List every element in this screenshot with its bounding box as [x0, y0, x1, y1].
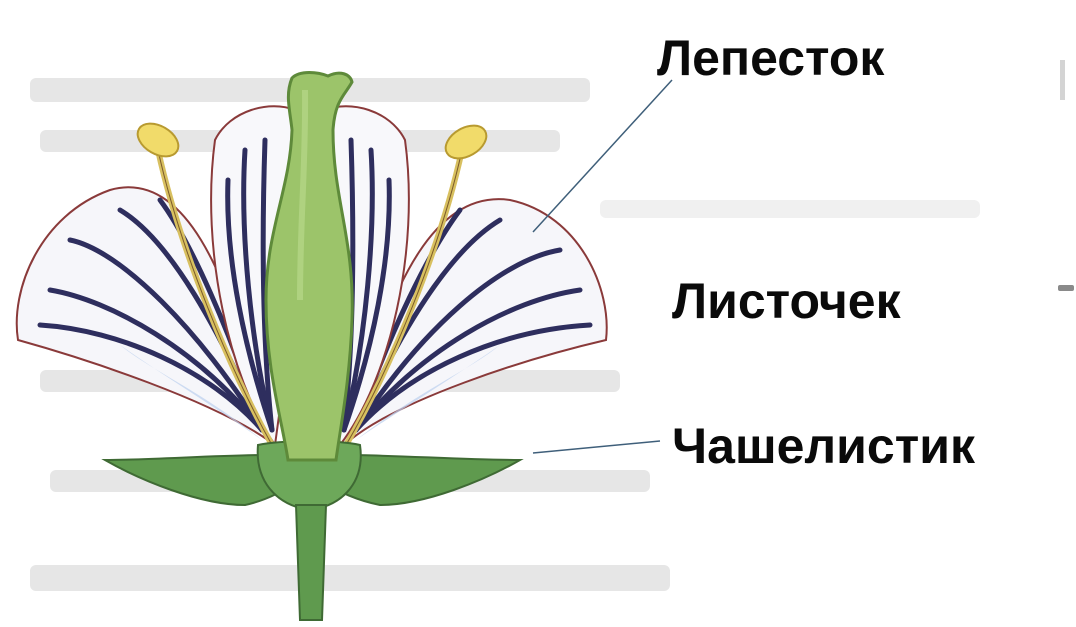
label-petal: Лепесток — [657, 33, 884, 83]
edge-mark-top — [1060, 60, 1065, 100]
anther-left — [132, 117, 184, 163]
edge-mark — [1058, 285, 1074, 291]
stem — [296, 505, 326, 620]
label-leaf: Листочек — [672, 276, 901, 326]
label-sepal: Чашелистик — [672, 421, 975, 471]
leader-line-sepal — [533, 441, 660, 453]
anther-right — [440, 119, 492, 165]
